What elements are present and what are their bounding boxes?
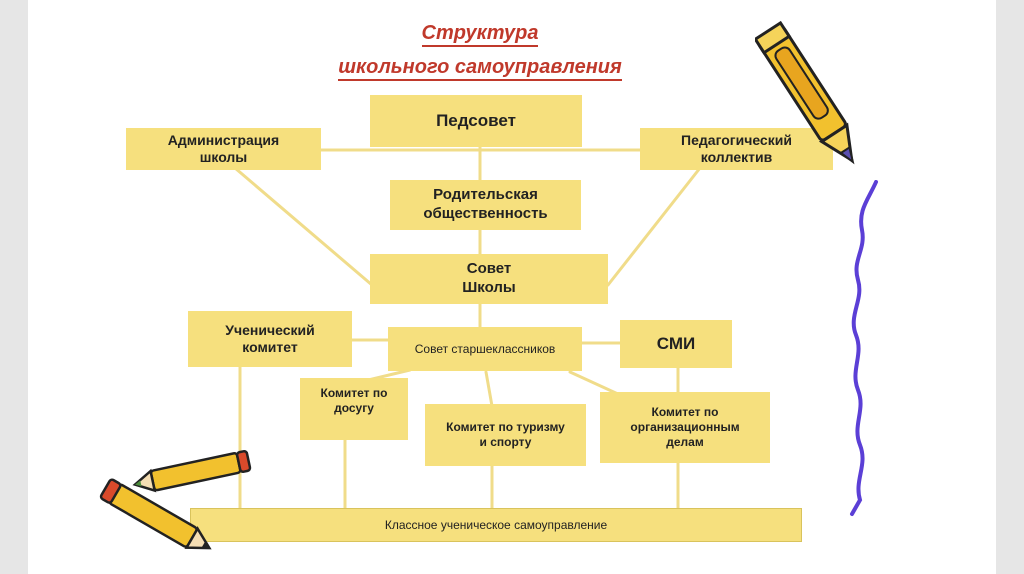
title-line-1: Структура xyxy=(300,22,660,47)
box-smi: СМИ xyxy=(620,320,732,368)
box-student-committee: Ученический комитет xyxy=(188,311,352,367)
box-pedsovet: Педсовет xyxy=(370,95,582,147)
box-senior-council: Совет старшеклассников xyxy=(388,327,582,371)
box-tourism-committee: Комитет по туризму и спорту xyxy=(425,404,586,466)
line-senior-tourism xyxy=(484,370,494,408)
pen-icon xyxy=(755,20,855,165)
purple-squiggle xyxy=(850,180,878,516)
box-parents: Родительская общественность xyxy=(390,180,581,230)
title-line-2: школьного самоуправления xyxy=(300,56,660,81)
box-org-committee: Комитет по организационным делам xyxy=(600,392,770,463)
box-leisure-committee: Комитет по досугу xyxy=(300,378,408,440)
box-school-council: Совет Школы xyxy=(370,254,608,304)
pencils-icon xyxy=(99,449,252,550)
box-administration: Администрация школы xyxy=(126,128,321,170)
box-ped-collective: Педагогический коллектив xyxy=(640,128,833,170)
line-senior-org xyxy=(568,370,620,396)
line-admin-council xyxy=(233,166,374,287)
line-pedcoll-council xyxy=(606,166,702,287)
box-class-self-government: Классное ученическое самоуправление xyxy=(190,508,802,542)
